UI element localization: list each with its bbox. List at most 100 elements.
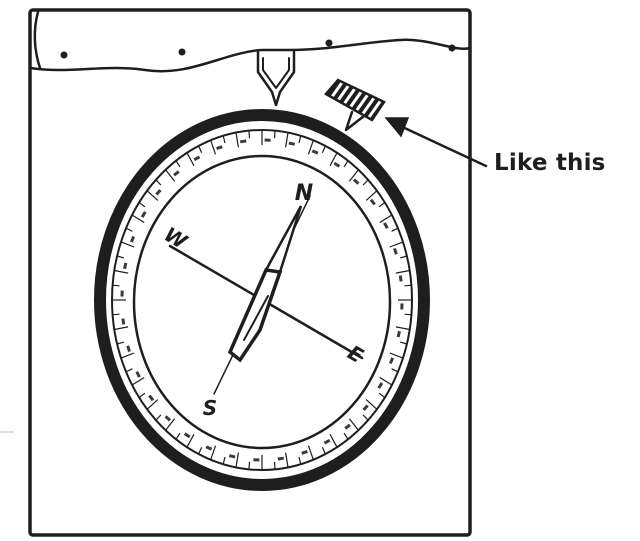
cardinal-east: E	[344, 340, 368, 368]
dial-tick	[344, 161, 348, 167]
dial-tick	[379, 393, 385, 397]
dial-scale-mark	[148, 395, 154, 402]
dial-tick	[126, 228, 132, 231]
dial-tick	[117, 256, 124, 258]
dial-tick	[400, 342, 407, 344]
dial-tick	[156, 415, 161, 420]
dial-tick	[199, 447, 202, 454]
dial-tick	[223, 457, 225, 464]
dial-scale-mark	[165, 415, 171, 421]
dial-tick	[322, 146, 325, 153]
dial-scale-mark	[130, 236, 135, 243]
dial-tick	[363, 415, 368, 420]
dial-tick	[286, 133, 288, 148]
dial-tick	[400, 256, 407, 258]
dial-scale-mark	[278, 457, 284, 461]
dial-scale-mark	[126, 345, 131, 352]
hole	[326, 40, 333, 47]
dial-scale-mark	[206, 445, 213, 450]
dial-tick	[249, 462, 250, 470]
dial-tick	[113, 314, 120, 315]
cardinal-south: S	[203, 396, 217, 420]
magnetic-needle-icon	[230, 206, 301, 360]
dial-scale-mark	[155, 189, 161, 195]
dial-scale-mark	[135, 371, 140, 378]
dial-tick	[309, 446, 314, 460]
dial-tick	[380, 215, 392, 223]
dial-tick	[166, 170, 175, 182]
dial-scale-mark	[333, 162, 340, 168]
hole	[179, 49, 186, 56]
dial-tick	[166, 419, 175, 431]
dial-scale-mark	[240, 140, 246, 144]
dial-scale-mark	[377, 382, 383, 389]
dial-tick	[249, 131, 250, 139]
dial-scale-mark	[344, 424, 351, 430]
dial-tick	[114, 271, 128, 274]
dial-tick	[139, 203, 145, 207]
dial-tick	[390, 242, 403, 247]
dial-scale-mark	[216, 145, 223, 150]
cardinal-north: N	[295, 181, 313, 206]
dial-scale-mark	[383, 222, 388, 229]
hole	[449, 45, 456, 52]
dial-scale-mark	[120, 291, 123, 297]
dial-tick	[121, 353, 134, 358]
top-strip-edge	[30, 40, 470, 71]
dial-tick	[390, 353, 403, 358]
dial-tick	[363, 180, 368, 185]
dial-tick	[392, 369, 398, 372]
dial-tick	[117, 342, 124, 344]
dial-scale-mark	[173, 170, 180, 176]
dial-scale-mark	[229, 454, 236, 458]
cardinal-west: W	[160, 222, 192, 254]
dial-scale-mark	[353, 178, 359, 184]
dial-tick	[396, 327, 410, 330]
dial-scale-mark	[400, 303, 403, 309]
dial-scale-mark	[141, 211, 147, 218]
dial-tick	[147, 191, 158, 201]
dial-scale-mark	[370, 199, 376, 206]
dial-scale-mark	[312, 149, 319, 154]
dial-scale-mark	[301, 450, 308, 455]
dial-scale-mark	[265, 138, 271, 141]
dial-scale-mark	[389, 357, 394, 364]
dial-scale-mark	[397, 331, 401, 338]
dial-tick	[236, 133, 238, 148]
dial-tick	[366, 400, 377, 410]
dial-tick	[139, 393, 145, 397]
dial-tick	[405, 314, 412, 315]
dial-scale-mark	[362, 404, 368, 410]
dial-tick	[330, 434, 337, 447]
callout-label: Like this	[494, 150, 606, 176]
dial-scale-mark	[121, 318, 125, 324]
dial-tick	[199, 146, 202, 153]
dial-tick	[121, 242, 134, 247]
dial-tick	[275, 462, 276, 470]
dial-tick	[132, 378, 144, 386]
dial-tick	[126, 369, 132, 372]
hatched-tape-marker-icon	[326, 80, 384, 130]
dial-tick	[176, 433, 180, 439]
dial-scale-mark	[324, 439, 331, 444]
dial-scale-mark	[399, 275, 403, 281]
top-strip-left-curl	[35, 12, 40, 68]
dial-tick	[344, 433, 348, 439]
dial-tick	[156, 180, 161, 185]
dial-tick	[392, 228, 398, 231]
dial-tick	[322, 447, 325, 454]
dial-tick	[286, 453, 288, 468]
dial-tick	[147, 400, 158, 410]
dial-tick	[405, 285, 412, 286]
dial-tick	[176, 161, 180, 167]
hole	[61, 52, 68, 59]
dial-tick	[299, 457, 301, 464]
dial-tick	[349, 170, 358, 182]
dial-tick	[113, 285, 120, 286]
dial-tick	[379, 203, 385, 207]
dial-tick	[223, 136, 225, 143]
dial-tick	[114, 327, 128, 330]
dial-tick	[366, 191, 377, 201]
dial-tick	[396, 271, 410, 274]
